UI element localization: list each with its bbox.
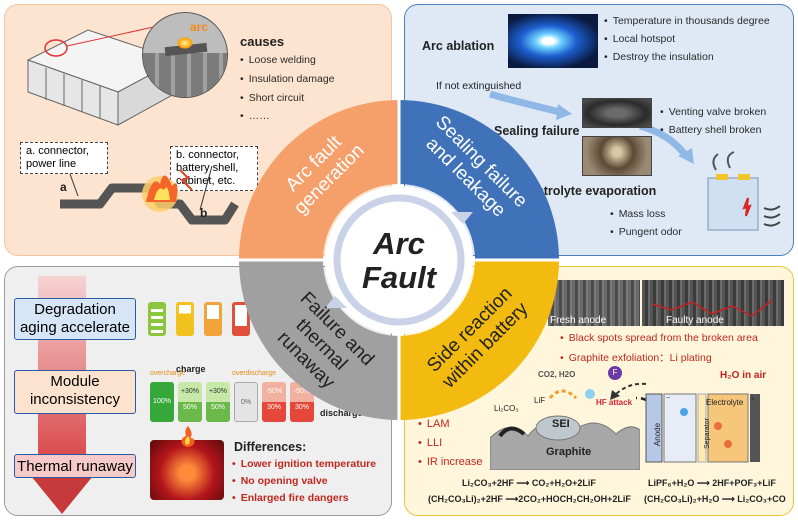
loss-item: LAM bbox=[418, 418, 450, 430]
observation-item: Graphite exfoliation：Li plating bbox=[560, 350, 712, 365]
fresh-anode-label: Fresh anode bbox=[550, 315, 607, 326]
battery-shell-image bbox=[582, 136, 652, 176]
cell-charge-1: +30%50% bbox=[178, 382, 202, 422]
graphite-label: Graphite bbox=[546, 446, 592, 458]
degradation-box: Degradation aging accelerate bbox=[14, 298, 136, 340]
connector-busbar-illustration bbox=[60, 165, 239, 225]
cause-item: Loose welding bbox=[240, 54, 316, 66]
hf-molecule-icon: F bbox=[608, 366, 622, 380]
if-not-extinguished: If not extinguished bbox=[436, 80, 522, 92]
overcharge-label: overcharge bbox=[150, 370, 186, 377]
label-b-box: b. connector, battery shell, cabinet, et… bbox=[170, 146, 258, 191]
svg-text:+: + bbox=[750, 394, 755, 404]
observation-item: Black spots spread from the broken area bbox=[560, 332, 758, 344]
discharge-label: discharge bbox=[320, 408, 363, 418]
arc-label: arc bbox=[190, 20, 209, 34]
differences-title: Differences: bbox=[234, 440, 307, 454]
electrolyte-item: Mass loss bbox=[610, 208, 666, 220]
overdischarge-label: overdischarge bbox=[232, 370, 276, 377]
electrolyte-item: Pungent odor bbox=[610, 226, 682, 238]
sealing-failure-title: Sealing failure bbox=[494, 124, 580, 138]
fresh-anode-image bbox=[548, 280, 640, 326]
electrolyte-label: Electrolyte bbox=[706, 398, 744, 407]
difference-item: Enlarged fire dangers bbox=[232, 492, 349, 504]
charge-label: charge bbox=[176, 364, 206, 374]
center-title-line1: Arc bbox=[373, 226, 425, 261]
burning-module-image bbox=[150, 440, 224, 500]
cause-item: Short circuit bbox=[240, 92, 304, 104]
center-title-line2: Fault bbox=[361, 260, 437, 295]
co2h2o-label: CO2, H2O bbox=[538, 370, 576, 379]
aging-battery-icons bbox=[148, 300, 268, 338]
loss-item: IR increase bbox=[418, 456, 483, 468]
separator-label: Separator bbox=[703, 418, 711, 449]
evaporating-cell-illustration bbox=[707, 151, 781, 231]
cell-cross-section: − + bbox=[636, 393, 760, 463]
hf-arrow bbox=[610, 382, 647, 400]
sei-graphite-illustration bbox=[490, 389, 640, 470]
label-b-text: b. connector, battery shell, cabinet, et… bbox=[176, 149, 239, 187]
fire-icon bbox=[181, 426, 195, 447]
thermal-runaway-label: Thermal runaway bbox=[17, 458, 133, 475]
cell-discharge-1: -50%30% bbox=[262, 382, 286, 422]
hf-attack-label: HF attack bbox=[596, 398, 633, 407]
cell-0: 0% bbox=[234, 382, 258, 422]
sealing-item: Venting valve broken bbox=[660, 106, 766, 118]
causes-title: causes bbox=[240, 34, 285, 49]
ablation-item: Local hotspot bbox=[604, 33, 675, 45]
cause-item: Insulation damage bbox=[240, 73, 335, 85]
central-ring bbox=[239, 100, 559, 420]
module-box: Module inconsistency bbox=[14, 370, 136, 414]
li2co3-label: Li₂CO₃ bbox=[494, 404, 519, 413]
sealing-item: Battery shell broken bbox=[660, 124, 762, 136]
faulty-anode-image bbox=[642, 280, 784, 326]
faulty-anode-label: Faulty anode bbox=[666, 315, 724, 326]
cell-discharge-2: -50%30% bbox=[290, 382, 314, 422]
electrolyte-evaporation-title: Electrolyte evaporation bbox=[518, 184, 657, 198]
sei-label: SEI bbox=[552, 418, 570, 430]
arc-ablation-image bbox=[508, 14, 598, 68]
marker-b: b bbox=[200, 206, 208, 220]
equation-1: Li₂CO₃+2HF ⟶ CO₂+H₂O+2LiF bbox=[462, 478, 596, 488]
label-a-box: a. connector, power line bbox=[20, 142, 108, 174]
cause-item: …… bbox=[240, 110, 270, 122]
cell-100: 100% bbox=[150, 382, 174, 422]
lif-label: LiF bbox=[534, 396, 546, 405]
marker-a: a bbox=[60, 180, 67, 194]
arc-ablation-title: Arc ablation bbox=[422, 39, 495, 53]
venting-valve-image bbox=[582, 98, 652, 128]
loss-item: LLI bbox=[418, 437, 442, 449]
h2o-air-label: H₂O in air bbox=[720, 370, 767, 381]
cell-charge-2: +30%50% bbox=[206, 382, 230, 422]
arc-zoom-circle bbox=[142, 12, 228, 98]
equation-3: LiPF₆+H₂O ⟶ 2HF+POF₃+LiF bbox=[648, 478, 776, 488]
svg-text:−: − bbox=[666, 395, 670, 402]
degradation-label: Degradation aging accelerate bbox=[19, 301, 131, 336]
thermal-runaway-box: Thermal runaway bbox=[14, 454, 136, 478]
equation-4: (CH₂CO₃Li)₂+H₂O ⟶ Li₂CO₃+CO bbox=[644, 494, 786, 504]
difference-item: No opening valve bbox=[232, 475, 328, 487]
anode-label: Anode bbox=[653, 422, 663, 447]
difference-item: Lower ignition temperature bbox=[232, 458, 376, 470]
equation-2: (CH₂CO₃Li)₂+2HF ⟶2CO₂+HOCH₂CH₂OH+2LiF bbox=[428, 494, 631, 504]
ablation-item: Temperature in thousands degree bbox=[604, 15, 770, 27]
label-a-text: a. connector, power line bbox=[26, 145, 89, 170]
ablation-item: Destroy the insulation bbox=[604, 51, 714, 63]
module-label: Module inconsistency bbox=[29, 373, 121, 408]
